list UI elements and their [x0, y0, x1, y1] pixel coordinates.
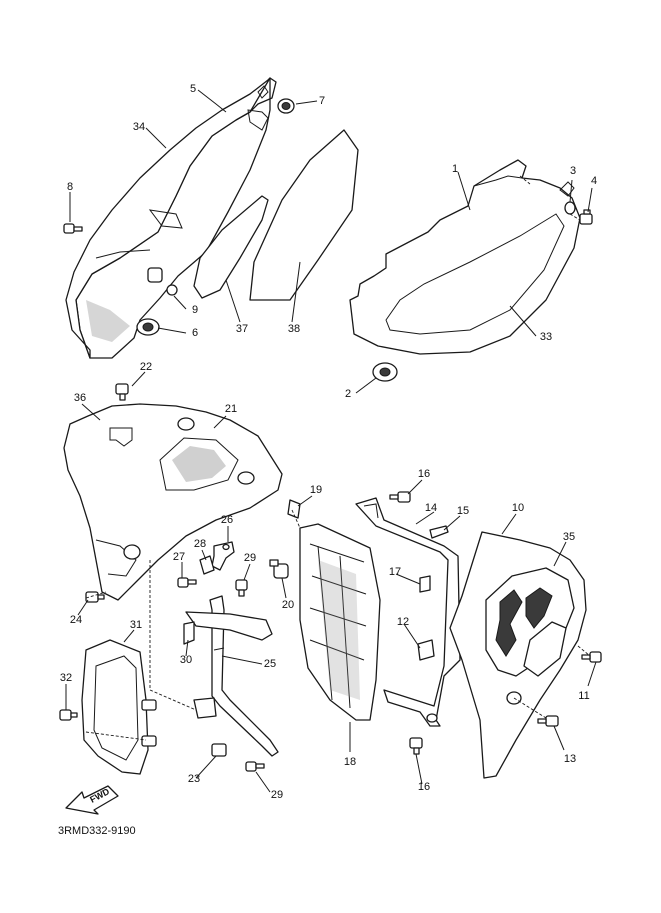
callout-11: 11 [578, 690, 589, 702]
callout-4: 4 [591, 175, 597, 187]
callout-22: 22 [140, 361, 152, 373]
clip-15[interactable] [429, 525, 449, 539]
bolt-22[interactable] [115, 383, 129, 401]
bolt-16-upper[interactable] [389, 491, 411, 503]
side-panel-10[interactable] [449, 531, 587, 779]
collar-9[interactable] [147, 267, 178, 296]
callout-30: 30 [180, 654, 192, 666]
leader-lines [65, 89, 597, 793]
nut-12[interactable] [417, 639, 435, 661]
nut-23[interactable] [211, 743, 227, 757]
bracket-14[interactable] [355, 497, 461, 727]
grommet-7[interactable] [277, 98, 295, 114]
decal-37[interactable] [193, 195, 269, 299]
callout-2: 2 [345, 388, 351, 400]
callout-31: 31 [130, 619, 142, 631]
bolt-29-upper[interactable] [235, 579, 248, 597]
clip-19[interactable] [287, 499, 301, 519]
callout-labels: 5 7 34 8 9 6 37 38 1 3 4 33 2 22 36 21 1… [60, 83, 597, 801]
callout-20: 20 [282, 599, 294, 611]
bolt-11[interactable] [581, 651, 602, 663]
bolt-8[interactable] [63, 223, 83, 234]
grommet-2[interactable] [372, 362, 398, 382]
callout-9: 9 [192, 304, 198, 316]
side-cover-right-1[interactable] [349, 159, 581, 355]
washer-3[interactable] [564, 201, 576, 215]
callout-15: 15 [457, 505, 469, 517]
bolt-29-lower[interactable] [245, 761, 265, 772]
guard-31[interactable] [81, 639, 157, 775]
clip-28[interactable] [199, 555, 215, 575]
callout-32: 32 [60, 672, 72, 684]
callout-14: 14 [425, 502, 437, 514]
callout-10: 10 [512, 502, 524, 514]
callout-13: 13 [564, 753, 576, 765]
callout-7: 7 [319, 95, 325, 107]
radiator-scoop-36[interactable] [63, 403, 283, 601]
callout-29-upper: 29 [244, 552, 256, 564]
clip-17[interactable] [419, 575, 431, 593]
callout-25: 25 [264, 658, 276, 670]
callout-28: 28 [194, 538, 206, 550]
decal-38[interactable] [249, 129, 359, 301]
bracket-25[interactable] [185, 595, 279, 757]
callout-6: 6 [192, 327, 198, 339]
callout-5: 5 [190, 83, 196, 95]
fwd-arrow-icon: FWD [65, 785, 119, 815]
callout-8: 8 [67, 181, 73, 193]
callout-36: 36 [74, 392, 86, 404]
callout-1: 1 [452, 163, 458, 175]
callout-19: 19 [310, 484, 322, 496]
callout-37: 37 [236, 323, 248, 335]
radiator-grille-18[interactable] [299, 523, 381, 721]
callout-23: 23 [188, 773, 200, 785]
callout-34: 34 [133, 121, 145, 133]
bolt-24[interactable] [85, 591, 105, 603]
callout-18: 18 [344, 756, 356, 768]
bolt-27[interactable] [177, 577, 197, 588]
diagram-code: 3RMD332-9190 [58, 825, 136, 837]
callout-17: 17 [389, 566, 401, 578]
side-cover-left-34[interactable] [65, 77, 277, 359]
callout-38: 38 [288, 323, 300, 335]
callout-21: 21 [225, 403, 237, 415]
callout-3: 3 [570, 165, 576, 177]
callout-16-upper: 16 [418, 468, 430, 480]
callout-29-lower: 29 [271, 789, 283, 801]
bolt-16-lower[interactable] [409, 737, 423, 755]
bracket-26[interactable] [211, 541, 235, 571]
clip-30[interactable] [183, 621, 195, 645]
bolt-4[interactable] [579, 209, 593, 225]
callout-33: 33 [540, 331, 552, 343]
callout-12: 12 [397, 616, 409, 628]
grommet-6[interactable] [136, 318, 160, 336]
bolt-32[interactable] [59, 709, 78, 721]
bolt-13[interactable] [537, 715, 559, 727]
callout-16-lower: 16 [418, 781, 430, 793]
callout-35: 35 [563, 531, 575, 543]
callout-27: 27 [173, 551, 185, 563]
nut-20[interactable] [269, 559, 289, 579]
callout-26: 26 [221, 514, 233, 526]
callout-24: 24 [70, 614, 82, 626]
